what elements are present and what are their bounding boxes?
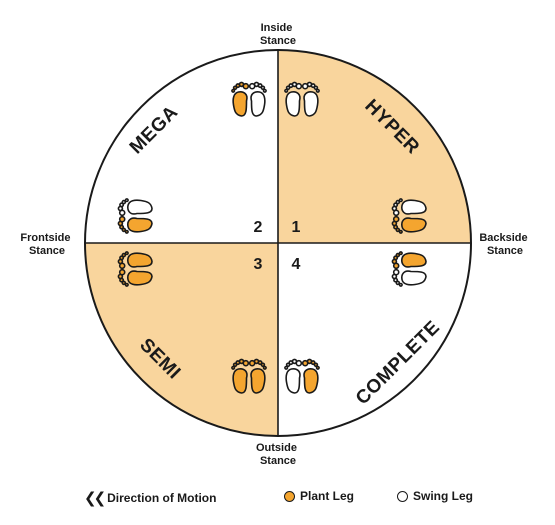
footprint-pair-mega-left xyxy=(117,198,153,233)
double-chevron-left-icon: ❮❮ xyxy=(84,490,106,507)
stance-label-backside: Backside Stance xyxy=(479,232,530,257)
quadrant-number-4: 4 xyxy=(292,256,301,273)
plant-foot-icon xyxy=(301,358,320,394)
legend-direction-label: Direction of Motion xyxy=(107,491,217,505)
footprint-pair-mega-top xyxy=(232,81,267,117)
footprint-pair-complete-right xyxy=(391,251,427,286)
plant-foot-icon xyxy=(232,82,248,116)
stance-label-inside: Inside Stance xyxy=(260,22,296,47)
quadrant-name-mega: MEGA xyxy=(126,102,183,159)
quadrant-number-1: 1 xyxy=(292,219,301,236)
plant-foot-icon xyxy=(391,251,427,270)
swing-leg-swatch xyxy=(397,490,408,502)
swing-foot-icon xyxy=(117,198,153,217)
legend: ❮❮ Direction of Motion Plant Leg Swing L… xyxy=(0,489,555,509)
quadrant-shading xyxy=(85,50,471,436)
stance-circle xyxy=(84,49,472,437)
legend-swing-label: Swing Leg xyxy=(413,489,473,503)
swing-foot-icon xyxy=(392,270,426,286)
legend-swing: Swing Leg xyxy=(397,489,473,503)
stance-label-frontside: Frontside Stance xyxy=(20,232,73,257)
plant-foot-icon xyxy=(118,217,152,233)
swing-foot-icon xyxy=(285,359,301,393)
stance-label-outside: Outside Stance xyxy=(256,442,300,467)
legend-plant: Plant Leg xyxy=(284,489,354,503)
legend-direction: ❮❮ Direction of Motion xyxy=(84,489,216,507)
quadrant-number-2: 2 xyxy=(254,219,263,236)
footprint-pair-complete-bottom xyxy=(285,358,320,394)
quadrant-number-3: 3 xyxy=(254,256,263,273)
plant-leg-swatch xyxy=(284,490,295,502)
swing-foot-icon xyxy=(248,81,267,117)
legend-plant-label: Plant Leg xyxy=(300,489,355,503)
